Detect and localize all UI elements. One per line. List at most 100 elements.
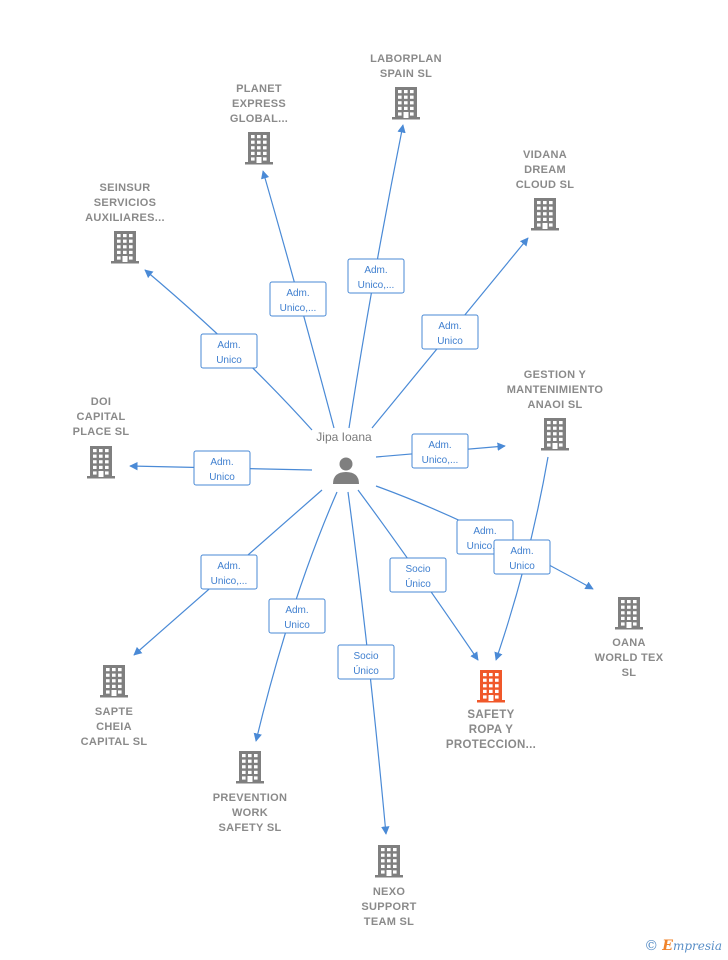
company-name-line: VIDANA	[523, 149, 567, 161]
edge-label-text: Único	[405, 577, 431, 590]
company-name-line: TEAM SL	[364, 916, 414, 928]
edge-label-box	[411, 433, 469, 469]
edge-label-text: Adm.	[428, 440, 451, 451]
company-name-line: PROTECCION...	[446, 739, 536, 751]
company-name-line: LABORPLAN	[370, 53, 442, 65]
edge-label-text: Unico,...	[467, 541, 504, 552]
edge-label-text: Adm.	[364, 265, 387, 276]
building-icon	[477, 670, 505, 703]
company-name-line: SAFETY	[467, 709, 514, 721]
building-icon	[392, 87, 420, 120]
company-name-line: SL	[622, 667, 637, 679]
company-node-doi[interactable]: DOI CAPITAL PLACE SL	[73, 396, 130, 479]
company-name-line: WORK	[232, 807, 268, 819]
company-node-safety[interactable]: SAFETY ROPA Y PROTECCION...	[446, 670, 536, 751]
company-node-gestion[interactable]: GESTION Y MANTENIMIENTO ANAOI SL	[507, 369, 604, 451]
building-icon	[615, 597, 643, 630]
company-name-line: CLOUD SL	[516, 179, 575, 191]
company-name-line: PLACE SL	[73, 426, 130, 438]
brand-name: mpresia	[672, 939, 722, 953]
edge-label-box	[421, 314, 479, 350]
edge-label-box	[193, 450, 251, 486]
company-name-line: PREVENTION	[213, 792, 288, 804]
edge-label-prevention[interactable]: Adm. Unico	[268, 598, 326, 634]
company-name-line: SAPTE	[95, 706, 133, 718]
building-icon	[541, 418, 569, 451]
edge-label-text: Unico	[284, 620, 310, 631]
edge-label-box	[493, 539, 551, 575]
edge-label-box	[389, 557, 447, 593]
edge-label-text: Unico	[509, 561, 535, 572]
company-node-laborplan[interactable]: LABORPLAN SPAIN SL	[370, 53, 442, 120]
edge-label-laborplan[interactable]: Adm. Unico,...	[347, 258, 405, 294]
building-icon	[375, 845, 403, 878]
edge-label-seinsur[interactable]: Adm.Unico	[200, 333, 258, 369]
company-node-seinsur[interactable]: SEINSUR SERVICIOS AUXILIARES...	[85, 182, 165, 264]
edge-label-text: Unico,...	[422, 455, 459, 466]
company-name-line: MANTENIMIENTO	[507, 384, 604, 396]
building-icon	[245, 132, 273, 165]
company-node-prevention[interactable]: PREVENTION WORK SAFETY SL	[213, 751, 288, 834]
edge-label-text: Unico,...	[280, 303, 317, 314]
edge-label-sapte[interactable]: Adm. Unico,...	[200, 554, 258, 590]
building-icon	[87, 446, 115, 479]
copyright-icon: ©	[644, 938, 659, 954]
person-icon	[333, 457, 359, 484]
edge-label-text: Unico	[437, 336, 463, 347]
company-name-line: SEINSUR	[100, 182, 151, 194]
edge-label-text: Socio	[353, 651, 378, 662]
company-node-vidana[interactable]: VIDANA DREAM CLOUD SL	[516, 149, 575, 231]
company-name-line: ROPA Y	[469, 724, 513, 736]
company-name-line: GESTION Y	[524, 369, 587, 381]
edge-label-doi[interactable]: Adm. Unico	[193, 450, 251, 486]
edge-label-planet[interactable]: Adm. Unico,...	[269, 281, 327, 317]
company-name-line: SERVICIOS	[94, 197, 156, 209]
edge-label-text: Adm.	[285, 605, 308, 616]
building-icon	[100, 665, 128, 698]
company-name-line: CAPITAL	[77, 411, 126, 423]
edge-label-text: Adm.	[217, 561, 240, 572]
company-name-line: CHEIA	[96, 721, 132, 733]
edge-label-text: Socio	[405, 564, 430, 575]
company-name-line: SPAIN SL	[380, 68, 432, 80]
edge-label-text: Adm.	[510, 546, 533, 557]
edge-label-box	[200, 554, 258, 590]
edge-label-box	[337, 644, 395, 680]
building-icon	[531, 198, 559, 231]
edge-label-text: Unico,...	[211, 576, 248, 587]
person-name: Jipa Ioana	[316, 430, 372, 444]
edge-label-gestion-to-safety[interactable]: Adm. Unico	[493, 539, 551, 575]
company-name-line: PLANET	[236, 83, 282, 95]
edge-label-text: Unico	[209, 472, 235, 483]
edge-label-gestion[interactable]: Adm. Unico,...	[411, 433, 469, 469]
edge-label-text: Adm.	[217, 340, 240, 351]
company-name-line: ANAOI SL	[528, 399, 583, 411]
edge-label-text: Unico,...	[358, 280, 395, 291]
footer-brand[interactable]: ©Empresia	[644, 938, 722, 954]
building-icon	[111, 231, 139, 264]
person-node[interactable]: Jipa Ioana	[316, 430, 372, 484]
edge-label-box	[269, 281, 327, 317]
edge-label-text: Adm.	[286, 288, 309, 299]
company-name-line: DOI	[91, 396, 111, 408]
edge-labels-layer: Adm.Unico,...Adm.Unico,...Adm.UnicoAdm.U…	[193, 258, 551, 680]
company-node-planet[interactable]: PLANETEXPRESSGLOBAL...	[230, 83, 288, 165]
company-name-line: DREAM	[524, 164, 566, 176]
company-name-line: OANA	[612, 637, 646, 649]
edge-label-text: Adm.	[438, 321, 461, 332]
edge-label-vidana[interactable]: Adm. Unico	[421, 314, 479, 350]
company-name-line: NEXO	[373, 886, 406, 898]
company-name-line: SAFETY SL	[218, 822, 281, 834]
edge-label-text: Único	[353, 664, 379, 677]
edge-label-box	[200, 333, 258, 369]
company-name-line: EXPRESS	[232, 98, 286, 110]
building-icon	[236, 751, 264, 784]
edge-label-text: Adm.	[210, 457, 233, 468]
company-name-line: AUXILIARES...	[85, 212, 165, 224]
